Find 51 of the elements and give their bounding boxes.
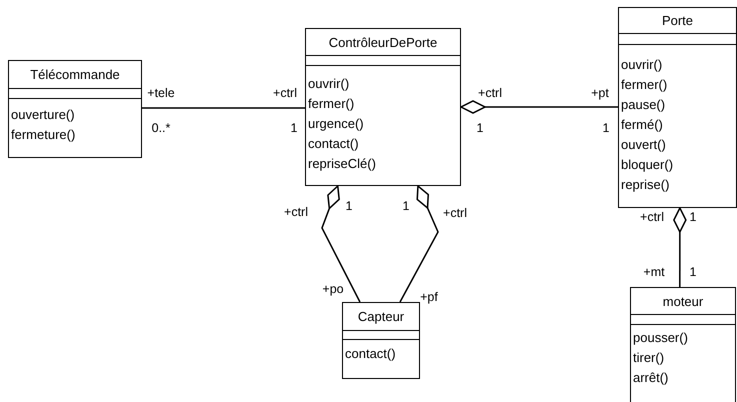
method-name: arrêt() — [632, 369, 670, 387]
method-name: urgence() — [307, 115, 365, 133]
method-name: tirer() — [632, 349, 666, 367]
method-name: repriseClé() — [307, 155, 377, 173]
multiplicity-label: +ctrl — [443, 206, 467, 220]
aggregation-line — [673, 207, 687, 287]
multiplicity-label: +ctrl — [640, 210, 664, 224]
multiplicity-label: 1 — [690, 265, 696, 279]
aggregation-line — [399, 185, 439, 302]
method-name: ouverture() — [10, 106, 76, 124]
method-name: reprise() — [620, 176, 670, 194]
method-name: pousser() — [632, 329, 689, 347]
method-name: bloquer() — [620, 156, 674, 174]
class-name: ContrôleurDePorte — [328, 34, 438, 50]
multiplicity-label: 1 — [602, 121, 610, 135]
aggregation-line — [321, 185, 361, 302]
multiplicity-label: +ctrl — [273, 86, 297, 100]
multiplicity-label: +tele — [147, 86, 175, 100]
multiplicity-label: 1 — [690, 210, 696, 224]
method-name: fermer() — [307, 95, 356, 113]
multiplicity-label: +po — [322, 282, 344, 296]
class-box — [630, 287, 736, 402]
method-name: contact() — [344, 345, 397, 363]
method-name: contact() — [307, 135, 360, 153]
multiplicity-label: +ctrl — [478, 86, 502, 100]
multiplicity-label: 0..* — [152, 121, 170, 135]
method-name: fermer() — [620, 76, 668, 94]
class-box — [305, 28, 461, 186]
multiplicity-label: +ctrl — [284, 205, 308, 219]
class-box — [618, 7, 737, 208]
method-name: fermé() — [620, 116, 664, 134]
aggregation-line — [460, 100, 618, 114]
multiplicity-label: 1 — [290, 121, 298, 135]
method-name: ouvrir() — [620, 56, 664, 74]
class-name: Télécommande — [30, 67, 120, 82]
method-name: pause() — [620, 96, 666, 114]
multiplicity-label: +mt — [643, 265, 665, 279]
multiplicity-label: 1 — [402, 199, 410, 213]
method-name: fermeture() — [10, 126, 76, 144]
method-name: ouvert() — [620, 136, 667, 154]
class-name: Capteur — [358, 309, 404, 324]
multiplicity-label: +pt — [591, 86, 609, 100]
class-box — [342, 302, 420, 379]
method-name: ouvrir() — [307, 75, 350, 93]
association-line — [142, 107, 305, 109]
multiplicity-label: 1 — [346, 199, 352, 213]
multiplicity-label: 1 — [476, 121, 484, 135]
class-box — [8, 60, 142, 158]
class-name: moteur — [662, 294, 704, 308]
class-name: Porte — [662, 13, 694, 28]
multiplicity-label: +pf — [420, 290, 438, 304]
